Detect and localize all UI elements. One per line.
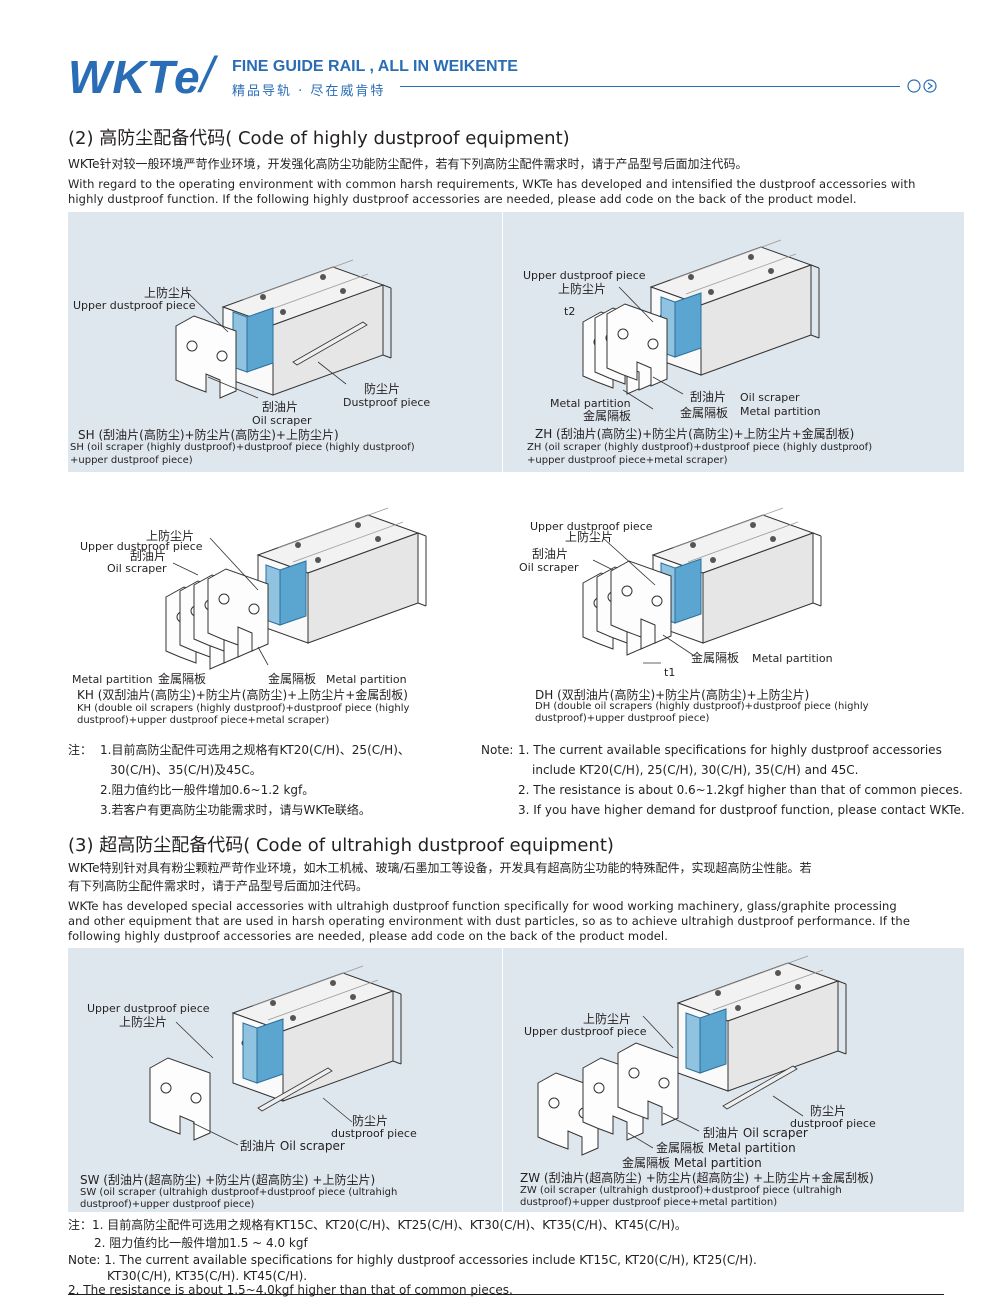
sh-caption-cn: SH (刮油片(高防尘)+防尘片(高防尘)+上防尘片) bbox=[78, 428, 339, 442]
kh-label-metal-en: Metal partition bbox=[72, 673, 153, 686]
s3-note-en-1a: Note: 1. The current available specifica… bbox=[68, 1253, 757, 1267]
sh-label-upper-en: Upper dustproof piece bbox=[73, 299, 196, 312]
zh-label-metal-en: Metal partition bbox=[550, 397, 631, 410]
s2-note-cn-1a: 1.目前高防尘配件可选用之规格有KT20(C/H)、25(C/H)、 bbox=[100, 743, 410, 757]
footer-rule bbox=[68, 1294, 944, 1295]
sw-caption-cn: SW (刮油片(超高防尘) +防尘片(超高防尘) +上防尘片) bbox=[80, 1173, 376, 1187]
s2-note-cn-2: 2.阻力值约比一般件增加0.6~1.2 kgf。 bbox=[100, 783, 315, 797]
dh-label-upper-en: Upper dustproof piece bbox=[530, 520, 653, 533]
sw-label-dust-cn: 防尘片 bbox=[352, 1114, 389, 1128]
kh-caption-cn: KH (双刮油片(高防尘)+防尘片(高防尘)+上防尘片+金属刮板) bbox=[77, 688, 408, 702]
s3-note-cn-2: 2. 阻力值约比一般件增加1.5 ~ 4.0 kgf bbox=[94, 1236, 308, 1250]
sh-label-upper-cn: 上防尘片 bbox=[144, 286, 193, 300]
sh-caption-en-1: SH (oil scraper (highly dustproof)+dustp… bbox=[70, 442, 415, 453]
zw-diagram bbox=[537, 955, 847, 1156]
kh-label-metal2-en: Metal partition bbox=[326, 673, 407, 686]
kh-label-scraper-en: Oil scraper bbox=[107, 562, 167, 575]
sw-diagram bbox=[149, 965, 402, 1146]
section2-intro-cn: WKTe针对较一般环境严苛作业环境，开发强化高防尘功能防尘配件，若有下列高防尘配… bbox=[68, 157, 748, 171]
sw-label-dust-en: dustproof piece bbox=[331, 1127, 417, 1140]
section3-intro-en-1: WKTe has developed special accessories w… bbox=[68, 899, 897, 913]
zw-caption-en-1: ZW (oil scraper (ultrahigh dustproof)+du… bbox=[520, 1185, 842, 1196]
s2-note-en-2: 2. The resistance is about 0.6~1.2kgf hi… bbox=[518, 783, 963, 797]
zh-caption-en-1: ZH (oil scraper (highly dustproof)+dustp… bbox=[527, 442, 873, 453]
kh-caption-en-1: KH (double oil scrapers (highly dustproo… bbox=[77, 703, 410, 714]
zw-caption-cn: ZW (刮油片(超高防尘) +防尘片(超高防尘) +上防尘片+金属刮板) bbox=[520, 1171, 874, 1185]
section3-intro-en-3: following highly dustproof accessories a… bbox=[68, 929, 668, 943]
dh-diagram bbox=[582, 507, 822, 664]
dh-label-t1: t1 bbox=[664, 666, 676, 679]
s2-note-en-3: 3. If you have higher demand for dustpro… bbox=[518, 803, 965, 817]
section2-intro-en-1: With regard to the operating environment… bbox=[68, 177, 916, 191]
dh-label-scraper-en: Oil scraper bbox=[519, 561, 579, 574]
section3-intro-cn-1: WKTe特别针对具有粉尘颗粒严苛作业环境，如木工机械、玻璃/石墨加工等设备，开发… bbox=[68, 861, 812, 875]
section2-intro-en-2: highly dustproof function. If the follow… bbox=[68, 192, 857, 206]
sw-label-scraper: 刮油片 Oil scraper bbox=[240, 1139, 345, 1153]
zw-caption-en-2: dustproof)+upper dustproof piece+metal p… bbox=[520, 1197, 778, 1208]
tagline-cn: 精品导轨 · 尽在威肯特 bbox=[232, 84, 386, 99]
sh-diagram bbox=[175, 259, 392, 399]
kh-label-upper-en: Upper dustproof piece bbox=[80, 540, 203, 553]
sh-label-dust-cn: 防尘片 bbox=[364, 382, 401, 396]
zw-label-metal-b: 金属隔板 Metal partition bbox=[622, 1156, 762, 1170]
dh-label-upper-cn: 上防尘片 bbox=[565, 530, 614, 544]
section3-title: (3) 超高防尘配备代码( Code of ultrahigh dustproo… bbox=[68, 835, 614, 856]
sw-caption-en-2: dustproof)+upper dustproof piece) bbox=[80, 1199, 255, 1210]
zh-caption-en-2: +upper dustproof piece+metal scraper) bbox=[527, 455, 728, 466]
zw-label-upper-en: Upper dustproof piece bbox=[524, 1025, 647, 1038]
kh-label-scraper-cn: 刮油片 bbox=[130, 549, 167, 563]
zh-diagram bbox=[582, 239, 820, 410]
sw-label-upper-cn: 上防尘片 bbox=[119, 1015, 168, 1029]
tagline-en: FINE GUIDE RAIL , ALL IN WEIKENTE bbox=[232, 58, 518, 75]
sh-caption-en-2: +upper dustproof piece) bbox=[70, 455, 193, 466]
zw-label-scraper: 刮油片 Oil scraper bbox=[703, 1126, 808, 1140]
section3-intro-cn-2: 有下列高防尘配件需求时，请于产品型号后面加注代码。 bbox=[68, 879, 369, 893]
nav-circles-icon bbox=[907, 79, 937, 93]
s2-note-cn-3: 3.若客户有更高防尘功能需求时，请与WKTe联络。 bbox=[100, 803, 371, 817]
kh-label-metal-cn: 金属隔板 bbox=[158, 672, 207, 686]
zh-label-metal2-cn: 金属隔板 bbox=[680, 406, 729, 420]
sh-label-scraper-en: Oil scraper bbox=[252, 414, 312, 427]
section3-intro-en-2: and other equipment that are used in har… bbox=[68, 914, 910, 928]
zh-label-upper-cn: 上防尘片 bbox=[558, 282, 607, 296]
kh-caption-en-2: dustproof)+upper dustproof piece+metal s… bbox=[77, 715, 330, 726]
zw-label-dust-cn: 防尘片 bbox=[810, 1104, 847, 1118]
dh-caption-en-2: dustproof)+upper dustproof piece) bbox=[535, 713, 710, 724]
header-rule bbox=[400, 86, 900, 87]
s3-note-en-2: 2. The resistance is about 1.5~4.0kgf hi… bbox=[68, 1283, 513, 1297]
zh-label-metal2-en: Metal partition bbox=[740, 405, 821, 418]
sw-caption-en-1: SW (oil scraper (ultrahigh dustproof+dus… bbox=[80, 1187, 398, 1198]
dh-caption-en-1: DH (double oil scrapers (highly dustproo… bbox=[535, 701, 869, 712]
zh-caption-cn: ZH (刮油片(高防尘)+防尘片(高防尘)+上防尘片+金属刮板) bbox=[535, 427, 855, 441]
dh-caption-cn: DH (双刮油片(高防尘)+防尘片(高防尘)+上防尘片) bbox=[535, 688, 810, 702]
s2-note-en-1b: include KT20(C/H), 25(C/H), 30(C/H), 35(… bbox=[532, 763, 859, 777]
zh-label-upper-en: Upper dustproof piece bbox=[523, 269, 646, 282]
kh-diagram bbox=[165, 507, 427, 670]
s2-note-cn-prefix: 注： bbox=[68, 743, 93, 757]
zh-label-t2: t2 bbox=[564, 305, 576, 318]
kh-label-metal2-cn: 金属隔板 bbox=[268, 672, 317, 686]
zw-label-upper-cn: 上防尘片 bbox=[583, 1012, 632, 1026]
dh-label-metal-cn: 金属隔板 bbox=[691, 651, 740, 665]
zw-label-dust-en: dustproof piece bbox=[790, 1117, 876, 1130]
section2-title: (2) 高防尘配备代码( Code of highly dustproof eq… bbox=[68, 128, 570, 149]
kh-label-upper-cn: 上防尘片 bbox=[146, 529, 195, 543]
sh-label-dust-en: Dustproof piece bbox=[343, 396, 431, 409]
sw-label-upper-en: Upper dustproof piece bbox=[87, 1002, 210, 1015]
zh-label-metal-cn: 金属隔板 bbox=[583, 409, 632, 423]
sh-label-scraper-cn: 刮油片 bbox=[262, 400, 299, 414]
s3-note-cn-1: 注：1. 目前高防尘配件可选用之规格有KT15C、KT20(C/H)、KT25(… bbox=[68, 1218, 687, 1232]
brand-logo: WKTe bbox=[68, 51, 201, 103]
logo-slash: / bbox=[200, 47, 214, 103]
s2-note-en-1a: 1. The current available specifications … bbox=[518, 743, 942, 757]
s3-note-en-1b: KT30(C/H), KT35(C/H). KT45(C/H). bbox=[107, 1269, 308, 1283]
dh-label-metal-en: Metal partition bbox=[752, 652, 833, 665]
dh-label-scraper-cn: 刮油片 bbox=[532, 547, 569, 561]
zw-label-metal-a: 金属隔板 Metal partition bbox=[656, 1141, 796, 1155]
s2-note-en-prefix: Note: bbox=[481, 743, 514, 757]
s2-note-cn-1b: 30(C/H)、35(C/H)及45C。 bbox=[110, 763, 262, 777]
zh-label-scraper-en: Oil scraper bbox=[740, 391, 800, 404]
zh-label-scraper-cn: 刮油片 bbox=[690, 390, 727, 404]
